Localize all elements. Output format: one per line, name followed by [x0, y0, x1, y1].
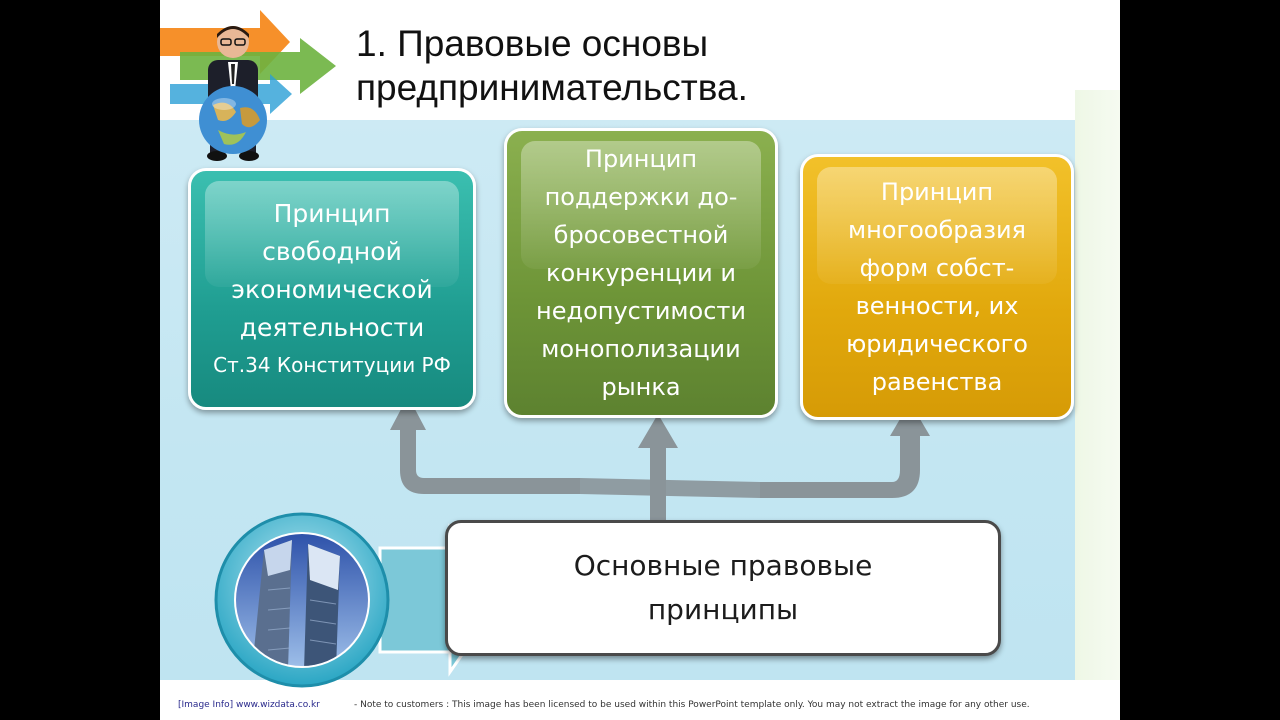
principle-line: монополизации	[541, 335, 741, 363]
principle-line: юридического	[846, 330, 1028, 358]
base-principles-line: принципы	[647, 593, 799, 626]
principle-line: Принцип	[880, 178, 994, 206]
principle-line: равенства	[871, 368, 1003, 396]
page-title: 1. Правовые основы предпринимательства.	[356, 23, 748, 108]
principle-line: свободной	[262, 237, 402, 266]
principle-line: экономической	[231, 275, 433, 304]
principle-box-free-economy: Принцип свободной экономической деятельн…	[188, 168, 476, 410]
principle-line: рынка	[601, 373, 681, 401]
principle-line: многообразия	[848, 216, 1026, 244]
principle-line: форм собст-	[859, 254, 1015, 282]
slide: 1. Правовые основы предпринимательства. …	[160, 0, 1120, 720]
principle-line: бросовестной	[553, 221, 729, 249]
license-note: - Note to customers : This image has bee…	[354, 700, 1030, 710]
principle-line: деятельности	[239, 313, 425, 342]
principle-line: поддержки до-	[544, 183, 738, 211]
base-principles-line: Основные правовые	[573, 549, 873, 582]
principle-line: Принцип	[584, 145, 698, 173]
principle-box-competition: Принцип поддержки до- бросовестной конку…	[504, 128, 778, 418]
base-principles-box: Основные правовые принципы	[445, 520, 1001, 656]
businessman-with-globe-icon	[199, 26, 267, 161]
footer: [Image Info] www.wizdata.co.kr - Note to…	[178, 700, 1108, 710]
principle-line: конкуренции и	[545, 259, 737, 287]
principle-line: недопустимости	[536, 297, 746, 325]
principle-line: Принцип	[273, 199, 391, 228]
skyscrapers-circle-icon	[214, 512, 390, 688]
principle-box-ownership: Принцип многообразия форм собст- венност…	[800, 154, 1074, 420]
background-right-strip	[1075, 90, 1120, 680]
principle-line: венности, их	[855, 292, 1019, 320]
image-info: [Image Info] www.wizdata.co.kr	[178, 700, 320, 710]
principle-reference: Ст.34 Конституции РФ	[213, 353, 451, 377]
